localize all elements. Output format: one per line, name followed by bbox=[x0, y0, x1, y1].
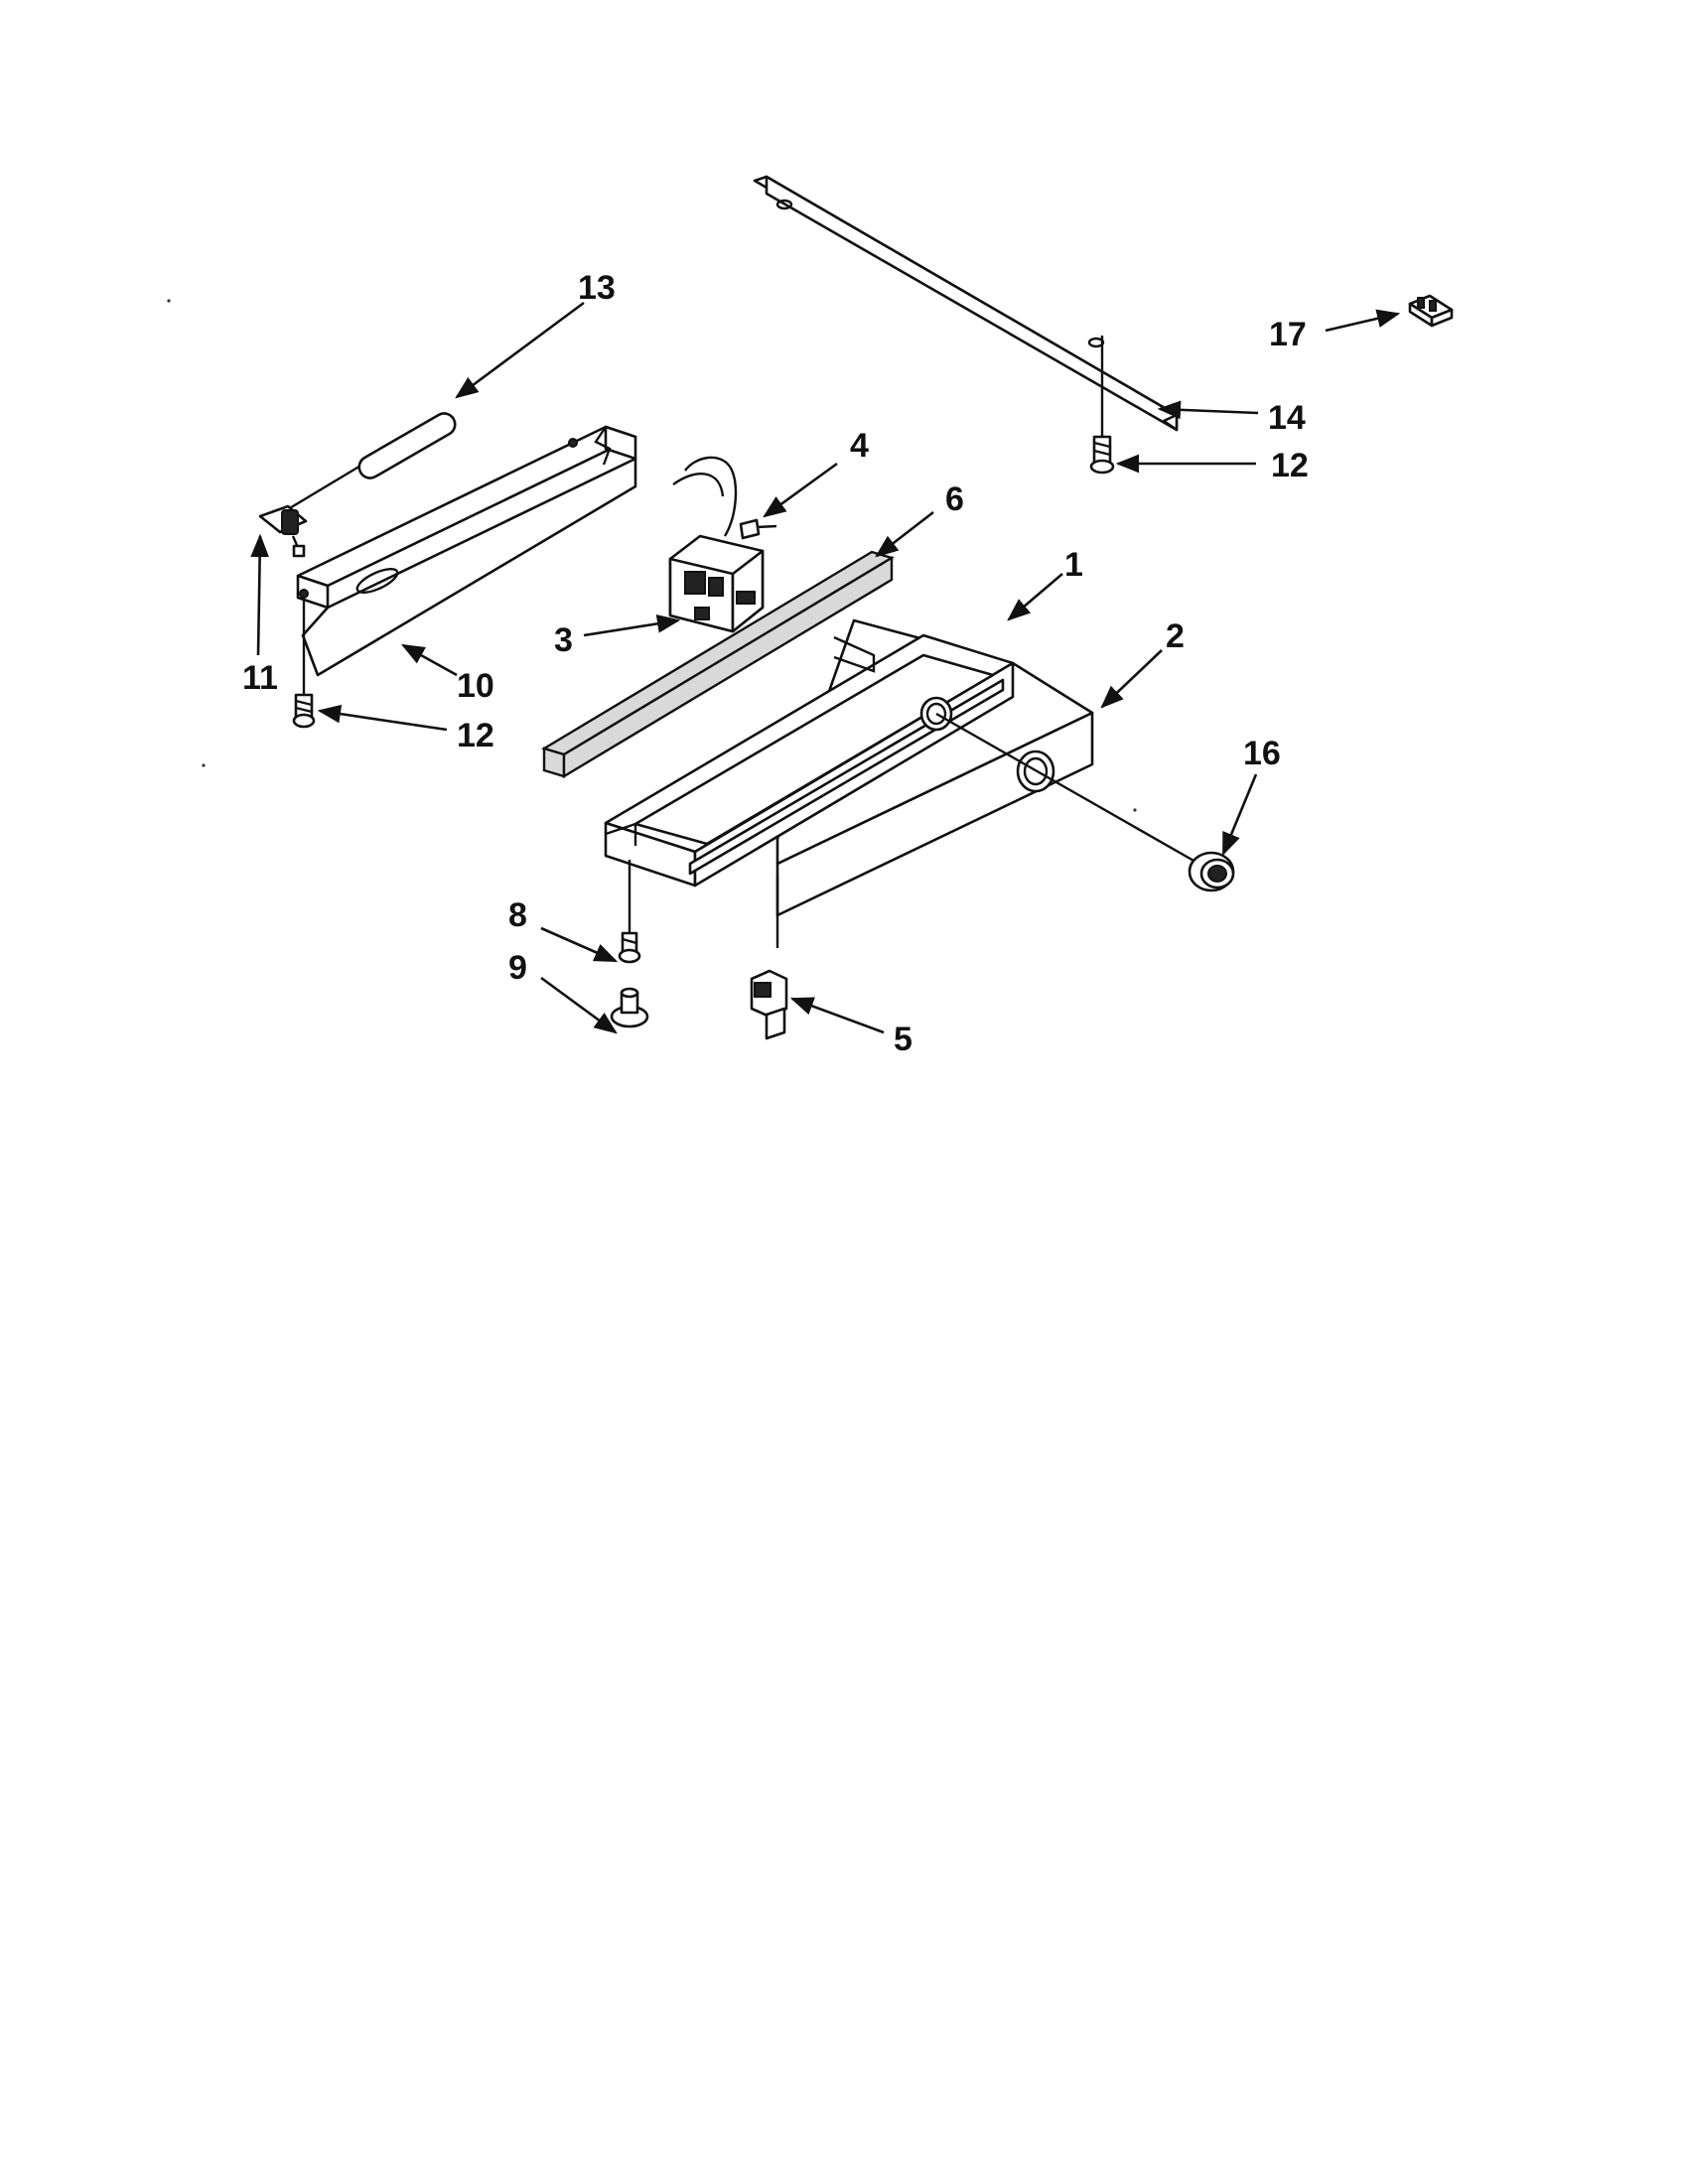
switch-part-3 bbox=[668, 456, 765, 633]
mounting-bracket-part-10 bbox=[296, 425, 637, 677]
leader-4 bbox=[763, 462, 838, 518]
scan-speck bbox=[167, 299, 171, 303]
callout-8: 8 bbox=[508, 896, 527, 934]
leader-14 bbox=[1157, 400, 1259, 420]
leader-17 bbox=[1325, 309, 1401, 333]
callout-2: 2 bbox=[1166, 617, 1185, 655]
rail-part-14 bbox=[753, 175, 1179, 432]
leader-arrows bbox=[250, 301, 1401, 1034]
leader-10 bbox=[400, 643, 458, 677]
callout-12-right: 12 bbox=[1271, 447, 1309, 484]
callout-5: 5 bbox=[894, 1021, 912, 1058]
leader-12-left bbox=[317, 704, 448, 732]
leader-9 bbox=[540, 976, 618, 1034]
leader-13 bbox=[455, 301, 585, 399]
screw-right bbox=[1089, 336, 1115, 475]
leader-1 bbox=[1007, 573, 1063, 621]
callout-16: 16 bbox=[1243, 735, 1281, 772]
leader-8 bbox=[540, 926, 619, 963]
sensor-part-13 bbox=[282, 412, 457, 514]
callout-12-left: 12 bbox=[457, 717, 494, 754]
clip-part-5 bbox=[750, 969, 788, 1040]
axis-line-knob bbox=[935, 712, 1210, 872]
callout-17: 17 bbox=[1269, 316, 1307, 353]
foam-strip-part-6 bbox=[541, 550, 895, 779]
scan-speck bbox=[1133, 808, 1137, 812]
callout-10: 10 bbox=[457, 667, 494, 705]
leader-11 bbox=[250, 533, 270, 656]
foot-part-9 bbox=[610, 987, 649, 1028]
housing-part-1 bbox=[604, 633, 1015, 887]
bracket-part-11 bbox=[258, 504, 308, 558]
clip-part-17 bbox=[1408, 294, 1454, 328]
callout-9: 9 bbox=[508, 949, 527, 987]
callout-14: 14 bbox=[1268, 399, 1306, 437]
leader-5 bbox=[789, 997, 885, 1034]
screw-part-8 bbox=[618, 931, 641, 964]
screw-left bbox=[292, 598, 316, 729]
callout-3: 3 bbox=[554, 621, 573, 659]
leader-2 bbox=[1100, 649, 1163, 709]
screw-part-4 bbox=[739, 518, 777, 540]
callout-13: 13 bbox=[578, 269, 616, 307]
callout-1: 1 bbox=[1064, 546, 1083, 584]
scan-speck bbox=[202, 763, 206, 767]
knob-part-16 bbox=[1188, 851, 1235, 892]
callout-11: 11 bbox=[242, 659, 278, 697]
callout-4: 4 bbox=[850, 427, 869, 465]
leader-3 bbox=[583, 614, 681, 637]
leader-6 bbox=[875, 510, 934, 558]
callout-6: 6 bbox=[945, 480, 964, 518]
leader-16 bbox=[1221, 773, 1258, 857]
